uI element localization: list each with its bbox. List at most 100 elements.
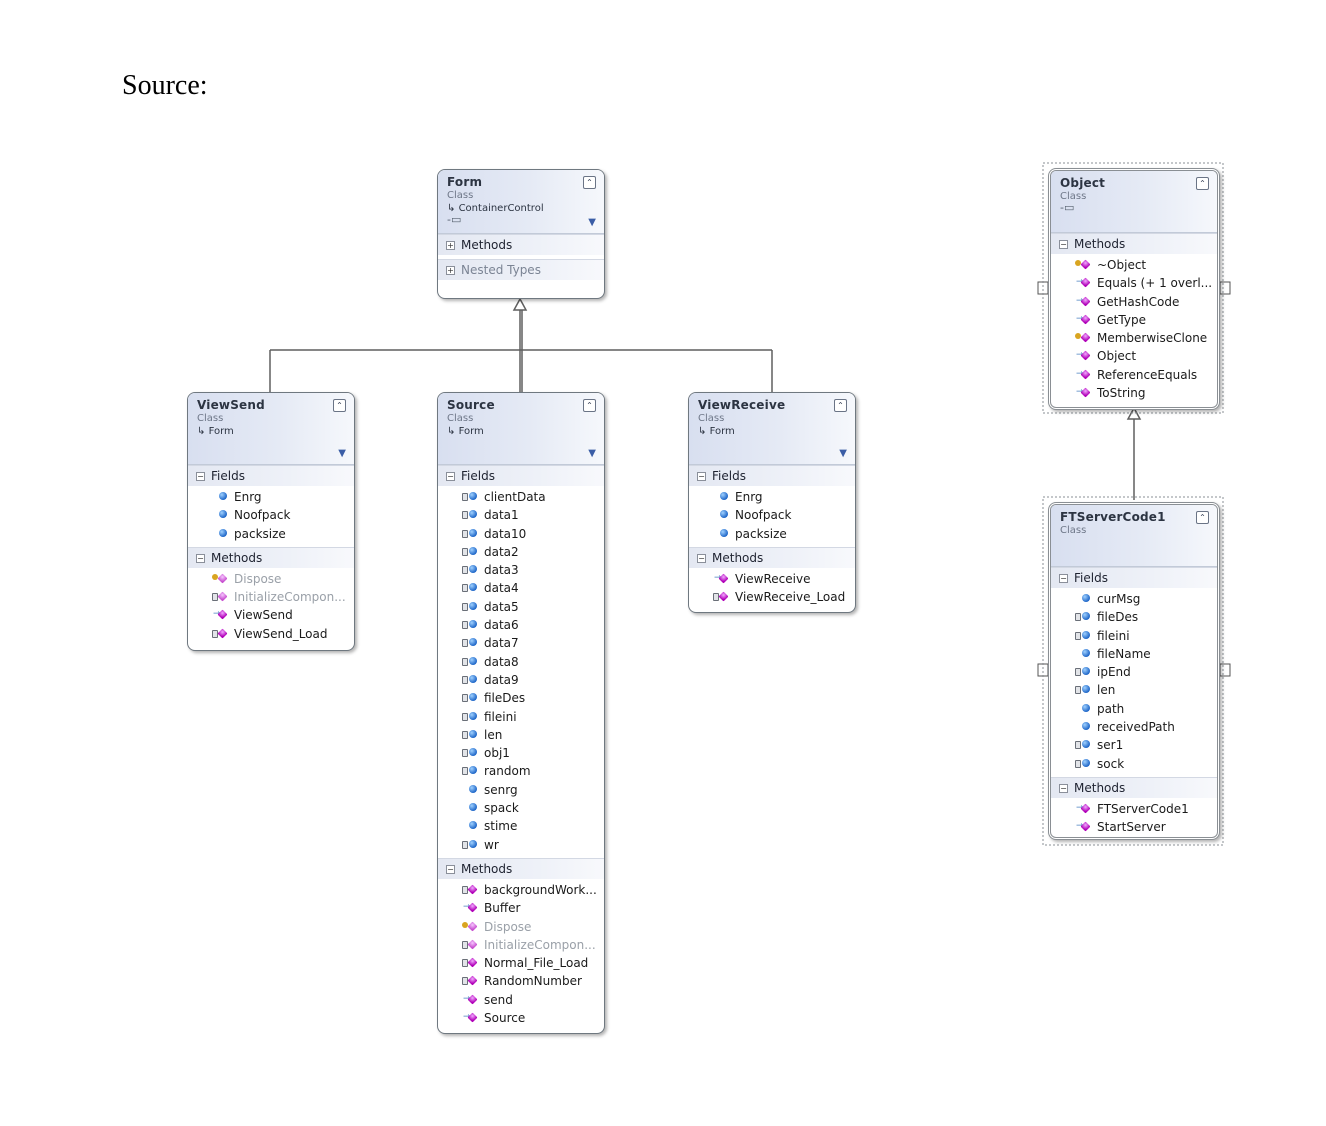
- member-row[interactable]: len: [1051, 681, 1217, 699]
- filter-icon[interactable]: ▼: [338, 448, 346, 459]
- expand-icon[interactable]: +: [446, 241, 455, 250]
- section-methods[interactable]: −Methods: [438, 857, 604, 879]
- member-row[interactable]: data8: [438, 653, 604, 671]
- member-row[interactable]: sock: [1051, 755, 1217, 773]
- collapse-icon[interactable]: ⌃: [1196, 177, 1209, 190]
- private-field-icon: [1075, 611, 1093, 623]
- collapse-icon[interactable]: ⌃: [1196, 511, 1209, 524]
- member-row[interactable]: →GetHashCode: [1051, 293, 1217, 311]
- section-nested-types[interactable]: +Nested Types: [438, 259, 604, 280]
- collapse-section-icon[interactable]: −: [697, 553, 706, 563]
- member-row[interactable]: random: [438, 762, 604, 780]
- collapse-section-icon[interactable]: −: [196, 553, 205, 563]
- member-row[interactable]: →Buffer: [438, 899, 604, 917]
- member-row[interactable]: Dispose: [438, 918, 604, 936]
- class-object[interactable]: Object Class -▭ ⌃ −Methods ~Object →Equa…: [1048, 168, 1220, 410]
- section-methods[interactable]: −Methods: [1051, 776, 1217, 798]
- collapse-icon[interactable]: ⌃: [583, 399, 596, 412]
- member-row[interactable]: →Source: [438, 1009, 604, 1027]
- member-row[interactable]: receivedPath: [1051, 718, 1217, 736]
- member-row[interactable]: fileName: [1051, 645, 1217, 663]
- class-ftservercode1[interactable]: FTServerCode1 Class ⌃ −Fields curMsg fil…: [1048, 502, 1220, 840]
- member-row[interactable]: →ReferenceEquals: [1051, 366, 1217, 384]
- member-row[interactable]: data6: [438, 616, 604, 634]
- member-row[interactable]: ViewReceive_Load: [689, 588, 855, 606]
- member-row[interactable]: data4: [438, 579, 604, 597]
- collapse-section-icon[interactable]: −: [446, 472, 455, 481]
- collapse-section-icon[interactable]: −: [1059, 240, 1068, 249]
- collapse-icon[interactable]: ⌃: [834, 399, 847, 412]
- member-row[interactable]: len: [438, 726, 604, 744]
- member-row[interactable]: data9: [438, 671, 604, 689]
- class-viewreceive[interactable]: ViewReceive Class ↳ Form ⌃ ▼ −Fields Enr…: [688, 392, 856, 613]
- section-methods[interactable]: −Methods: [188, 546, 354, 568]
- member-row[interactable]: Noofpack: [188, 506, 354, 524]
- member-row[interactable]: fileini: [438, 708, 604, 726]
- collapse-icon[interactable]: ⌃: [333, 399, 346, 412]
- member-row[interactable]: Enrg: [689, 488, 855, 506]
- section-fields[interactable]: −Fields: [1051, 567, 1217, 588]
- member-row[interactable]: packsize: [188, 525, 354, 543]
- member-row[interactable]: spack: [438, 799, 604, 817]
- collapse-icon[interactable]: ⌃: [583, 176, 596, 189]
- member-row[interactable]: fileDes: [438, 689, 604, 707]
- class-source[interactable]: Source Class ↳ Form ⌃ ▼ −Fields clientDa…: [437, 392, 605, 1034]
- member-row[interactable]: →Equals (+ 1 overl...: [1051, 274, 1217, 292]
- member-row[interactable]: →Object: [1051, 347, 1217, 365]
- section-methods[interactable]: +Methods: [438, 234, 604, 255]
- collapse-section-icon[interactable]: −: [196, 472, 205, 481]
- member-row[interactable]: clientData: [438, 488, 604, 506]
- collapse-section-icon[interactable]: −: [446, 864, 455, 874]
- class-viewsend[interactable]: ViewSend Class ↳ Form ⌃ ▼ −Fields Enrg N…: [187, 392, 355, 651]
- collapse-section-icon[interactable]: −: [697, 472, 706, 481]
- member-row[interactable]: backgroundWork...: [438, 881, 604, 899]
- member-row[interactable]: fileDes: [1051, 608, 1217, 626]
- section-methods[interactable]: −Methods: [689, 546, 855, 568]
- member-row[interactable]: InitializeCompon...: [188, 588, 354, 606]
- member-row[interactable]: ipEnd: [1051, 663, 1217, 681]
- member-row[interactable]: data7: [438, 634, 604, 652]
- section-fields[interactable]: −Fields: [438, 465, 604, 486]
- inherits-icon: ↳: [447, 203, 456, 214]
- member-row[interactable]: Normal_File_Load: [438, 954, 604, 972]
- member-row[interactable]: MemberwiseClone: [1051, 329, 1217, 347]
- section-fields[interactable]: −Fields: [689, 465, 855, 486]
- member-row[interactable]: ViewSend_Load: [188, 625, 354, 643]
- member-row[interactable]: Noofpack: [689, 506, 855, 524]
- member-row[interactable]: Enrg: [188, 488, 354, 506]
- member-row[interactable]: data10: [438, 525, 604, 543]
- member-row[interactable]: obj1: [438, 744, 604, 762]
- member-row[interactable]: stime: [438, 817, 604, 835]
- member-row[interactable]: packsize: [689, 525, 855, 543]
- member-row[interactable]: data3: [438, 561, 604, 579]
- filter-icon[interactable]: ▼: [588, 217, 596, 228]
- collapse-section-icon[interactable]: −: [1059, 783, 1068, 793]
- member-row[interactable]: curMsg: [1051, 590, 1217, 608]
- member-row[interactable]: fileini: [1051, 627, 1217, 645]
- member-row[interactable]: →ViewReceive: [689, 570, 855, 588]
- member-row[interactable]: →GetType: [1051, 311, 1217, 329]
- member-row[interactable]: →StartServer: [1051, 818, 1217, 836]
- member-row[interactable]: Dispose: [188, 570, 354, 588]
- member-row[interactable]: path: [1051, 700, 1217, 718]
- member-row[interactable]: InitializeCompon...: [438, 936, 604, 954]
- section-methods[interactable]: −Methods: [1051, 233, 1217, 254]
- member-row[interactable]: data2: [438, 543, 604, 561]
- member-row[interactable]: →send: [438, 991, 604, 1009]
- member-row[interactable]: ser1: [1051, 736, 1217, 754]
- member-row[interactable]: data5: [438, 598, 604, 616]
- expand-icon[interactable]: +: [446, 266, 455, 275]
- member-row[interactable]: wr: [438, 836, 604, 854]
- filter-icon[interactable]: ▼: [588, 448, 596, 459]
- class-form[interactable]: Form Class ↳ ContainerControl -▭ ⌃ ▼ +Me…: [437, 169, 605, 299]
- section-fields[interactable]: −Fields: [188, 465, 354, 486]
- member-row[interactable]: →ToString: [1051, 384, 1217, 402]
- member-row[interactable]: →ViewSend: [188, 606, 354, 624]
- member-row[interactable]: ~Object: [1051, 256, 1217, 274]
- filter-icon[interactable]: ▼: [839, 448, 847, 459]
- member-row[interactable]: RandomNumber: [438, 972, 604, 990]
- member-row[interactable]: senrg: [438, 781, 604, 799]
- member-row[interactable]: →FTServerCode1: [1051, 800, 1217, 818]
- collapse-section-icon[interactable]: −: [1059, 574, 1068, 583]
- member-row[interactable]: data1: [438, 506, 604, 524]
